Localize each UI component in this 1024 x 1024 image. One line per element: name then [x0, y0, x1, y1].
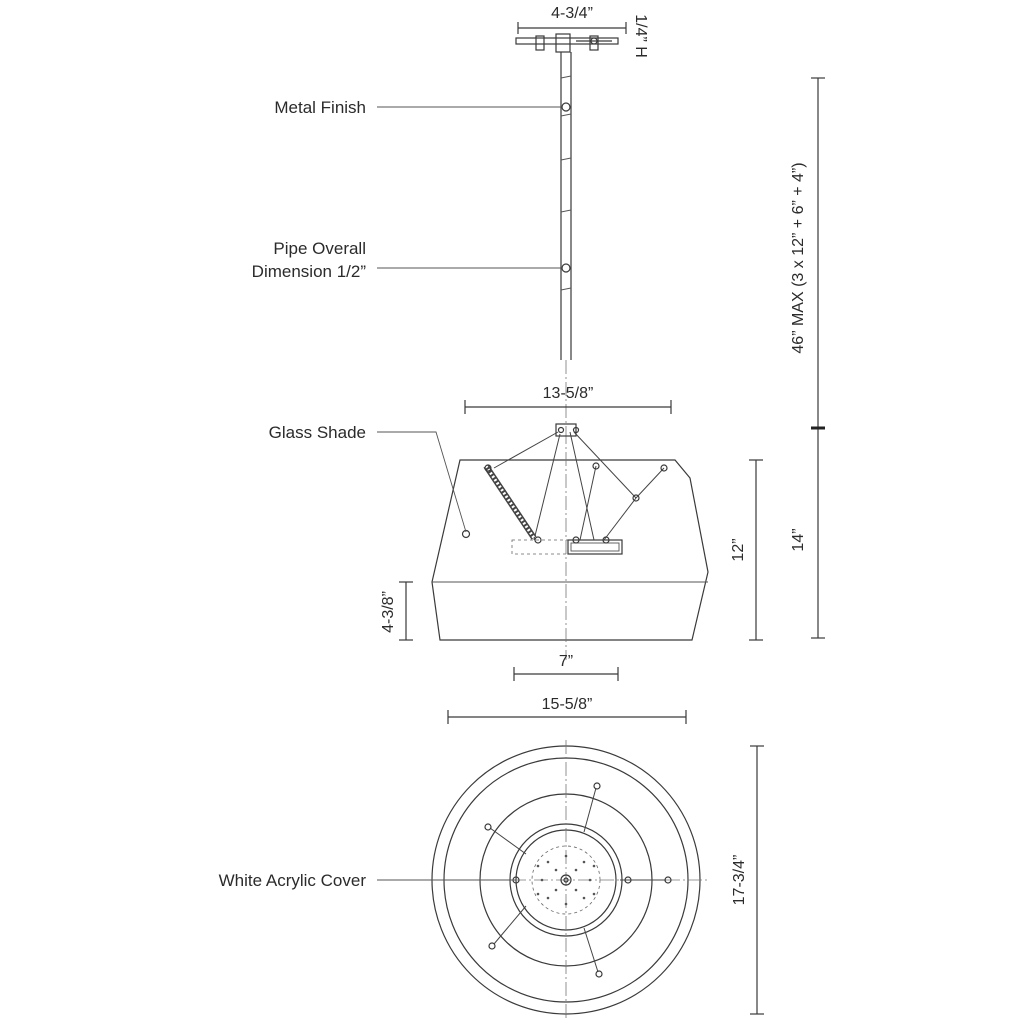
canopy-height-dimension: 1/4” H [632, 14, 649, 58]
bottom-view [424, 740, 710, 1020]
acrylic-cover-label: White Acrylic Cover [219, 871, 367, 890]
bottom-outer-dimension: 17-3/4” [731, 855, 748, 906]
pipe-stem [560, 52, 572, 430]
bottom-inner-dimension-line [447, 710, 687, 724]
shade-top-dimension-line [464, 400, 672, 414]
bottom-outer-dimension-line [750, 745, 764, 1015]
diffuser-dimension: 7” [559, 653, 573, 670]
shade-height-dimension-line [749, 459, 763, 641]
lower-band-dimension-line [399, 581, 413, 641]
metal-finish-label: Metal Finish [274, 98, 366, 117]
overall-height-dimension-line [811, 77, 825, 639]
lower-band-dimension: 4-3/8” [380, 591, 397, 633]
diffuser-dimension-line [513, 667, 619, 681]
glass-shade-leader [377, 431, 467, 533]
canopy-width-dimension: 4-3/4” [551, 5, 593, 22]
canopy [515, 22, 627, 53]
pipe-overall-label: Pipe Overall [273, 239, 366, 258]
fixture-height-dimension: 14” [790, 528, 807, 551]
overall-max-dimension: 46” MAX (3 x 12” + 6” + 4”) [790, 162, 807, 353]
glass-shade-label: Glass Shade [269, 423, 366, 442]
glass-shade [431, 423, 709, 660]
bottom-inner-dimension: 15-5/8” [542, 696, 593, 713]
shade-height-dimension: 12” [730, 538, 747, 561]
pipe-dimension-label: Dimension 1/2” [252, 262, 367, 281]
shade-top-dimension: 13-5/8” [543, 385, 594, 402]
